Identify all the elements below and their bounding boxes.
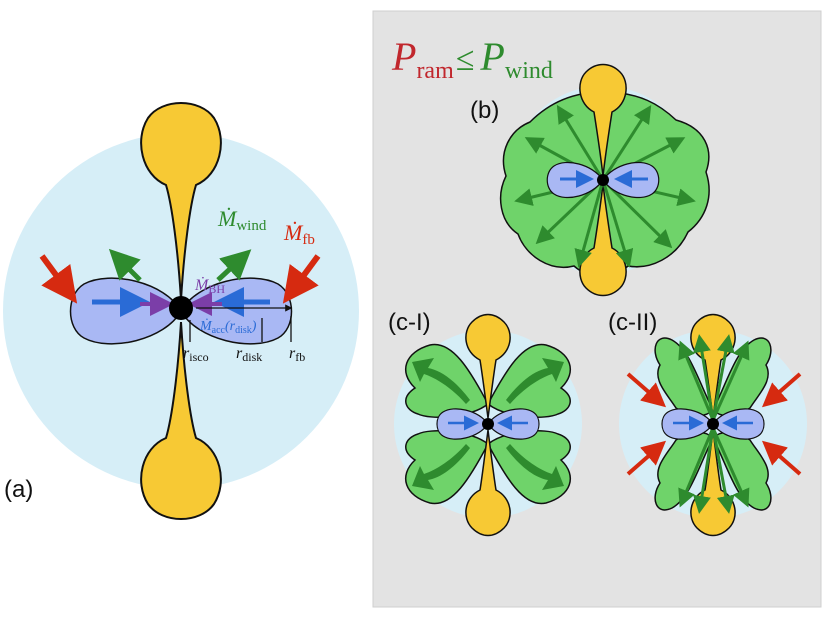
mdot-wind-label: Ṁwind: [217, 206, 267, 234]
condition-title: Pram≤Pwind: [391, 34, 553, 84]
panel-c1: (c-I): [388, 309, 582, 537]
panel-c2: (c-II): [608, 309, 807, 537]
r-fb-label: rfb: [289, 345, 305, 364]
panel-a-fallback-arrow-right: [282, 254, 321, 304]
panel-a-wind-arrow-right: [216, 249, 252, 282]
panel-c1-label: (c-I): [388, 309, 431, 336]
panel-b: (b): [470, 63, 710, 297]
panel-a-fallback-arrow-left: [39, 254, 78, 304]
panel-c1-jet-up: [465, 313, 511, 419]
panel-c2-wind-region: [654, 337, 772, 511]
mdot-acc-label: Ṁacc(rdisk): [199, 318, 257, 336]
mdot-bh-label: ṀBH: [194, 276, 225, 296]
mdot-fb-label: Ṁfb: [283, 220, 315, 248]
panel-right: Pram≤Pwind (b): [372, 10, 822, 608]
panel-c1-black-hole: [482, 418, 494, 430]
panel-b-jet-up: [579, 63, 627, 177]
panel-a-jet-down: [140, 321, 222, 520]
panel-a: (a) Ṁwind Ṁfb ṀBH Ṁacc(rdisk) risco rdis…: [3, 102, 359, 520]
panel-c2-fallback-arrows: [626, 372, 802, 476]
panel-a-label: (a): [4, 476, 33, 503]
panel-c2-wind-arrows: [678, 334, 750, 514]
r-disk-label: rdisk: [236, 345, 262, 364]
panel-a-black-hole: [169, 296, 193, 320]
panel-b-black-hole: [597, 174, 609, 186]
panel-a-wind-arrow-left: [108, 248, 142, 282]
panel-a-jet-up: [140, 102, 222, 301]
r-isco-label: risco: [183, 345, 209, 364]
panel-c1-wind-arrows: [412, 358, 564, 490]
panel-b-label: (b): [470, 97, 499, 124]
panel-c2-black-hole: [707, 418, 719, 430]
panel-c2-label: (c-II): [608, 309, 657, 336]
panel-c1-jet-down: [465, 429, 511, 537]
